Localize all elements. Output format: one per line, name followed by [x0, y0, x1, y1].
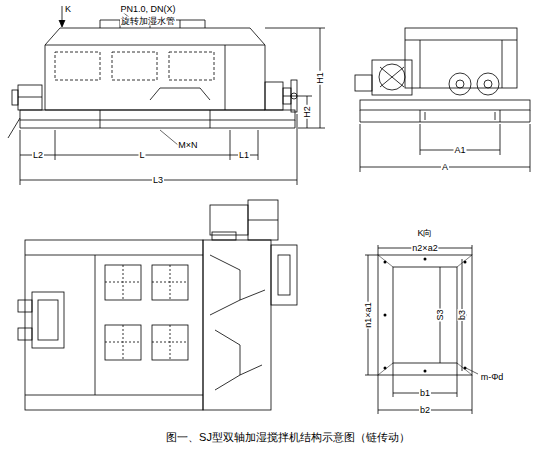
dimension: n1×a1 [364, 301, 373, 328]
dimension: A1 [453, 146, 466, 155]
part-name: 旋转加湿水管 [120, 17, 176, 26]
dimension: L3 [152, 176, 164, 185]
dimension: S3 [436, 308, 445, 321]
dimension: H1 [316, 71, 325, 85]
view-title: K向 [416, 229, 433, 238]
side-view [355, 28, 530, 172]
dimension: L1 [238, 151, 250, 160]
dimension: A [441, 163, 449, 172]
dimension: b2 [419, 406, 431, 415]
dimension: b1 [419, 389, 431, 398]
dimension: b3 [458, 309, 467, 321]
front-view [8, 6, 325, 185]
figure-caption: 图一、SJ型双轴加湿搅拌机结构示意图（链传动） [166, 430, 410, 445]
dimension: n2×a2 [411, 244, 438, 253]
dimension: M×N [177, 141, 198, 150]
dimension: L2 [32, 151, 44, 160]
hole-spec: m-Φd [480, 373, 505, 382]
dimension: L [138, 151, 145, 160]
pipe-spec: PN1.0, DN(X) [119, 5, 176, 14]
plan-view [18, 200, 297, 410]
k-view [365, 245, 478, 414]
view-marker: K [64, 5, 72, 14]
dimension: H2 [303, 105, 312, 119]
